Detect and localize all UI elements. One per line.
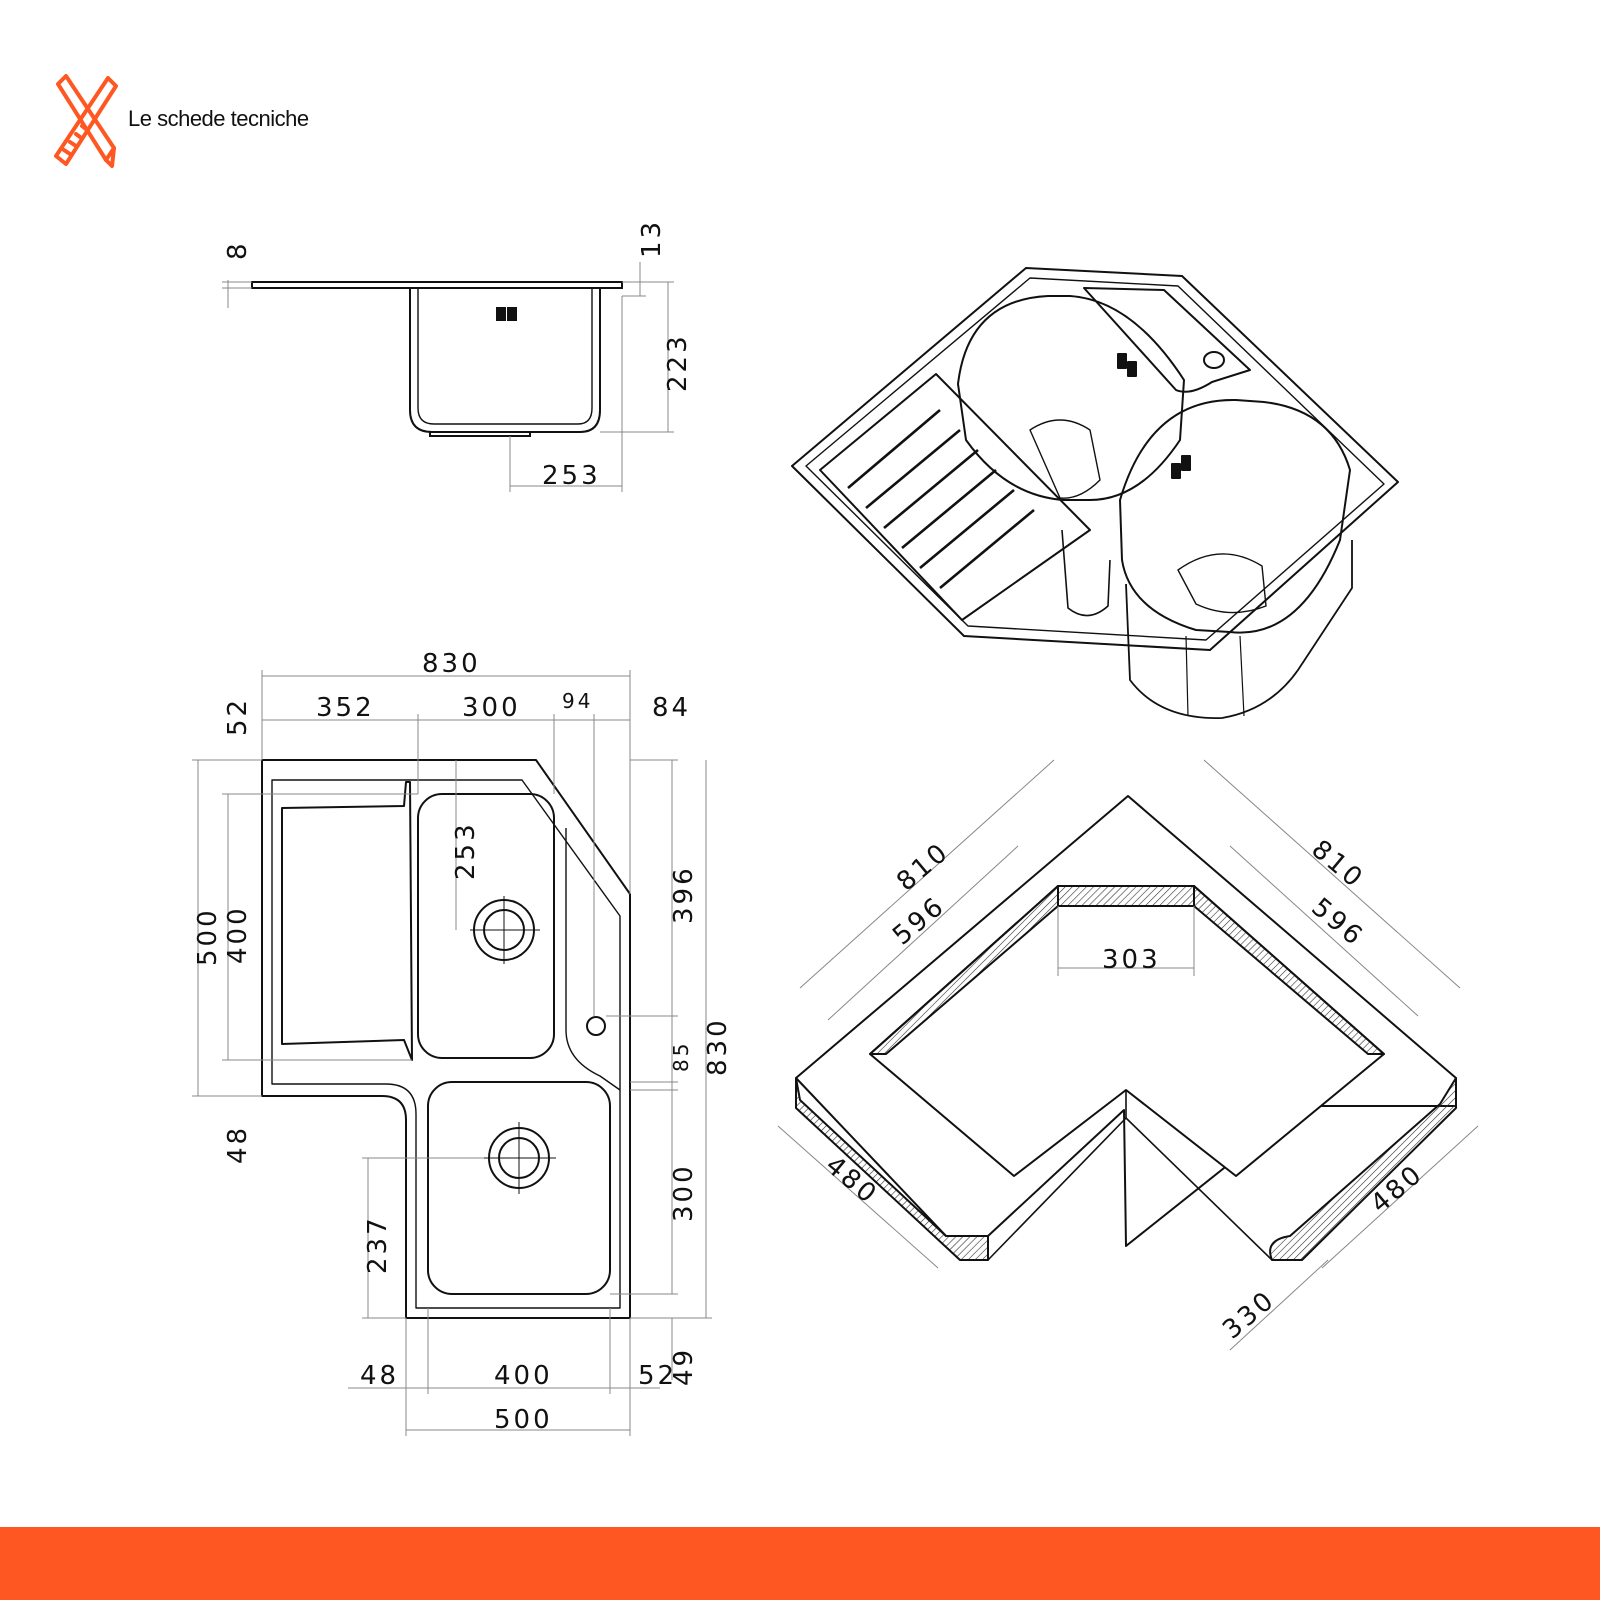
dim-right-830: 830 [703, 1017, 733, 1076]
dim-side-223: 223 [663, 333, 693, 392]
top-view-outline [261, 759, 631, 1319]
dim-right-49: 49 [669, 1347, 699, 1386]
dim-bottom-500: 500 [494, 1405, 553, 1435]
footer-accent-bar [0, 1527, 1600, 1600]
top-view-dimension-lines [192, 670, 712, 1436]
dim-cutout-330: 330 [1217, 1285, 1281, 1346]
dim-bottom-52: 52 [638, 1361, 677, 1391]
cutout-edge-back [1057, 885, 1195, 907]
dim-top-352: 352 [316, 693, 375, 723]
dim-cutout-303: 303 [1102, 945, 1161, 975]
iso-drainboard [819, 373, 1091, 621]
dim-left-400: 400 [223, 905, 253, 964]
cutout-edge-right [1269, 1077, 1457, 1261]
dim-cutout-596-left: 596 [887, 891, 951, 952]
iso-tap-ledge [1083, 287, 1251, 393]
top-view-centerlines [470, 896, 556, 1194]
top-view-drainboard [281, 781, 413, 1061]
side-view-dimension-lines [222, 262, 674, 492]
top-view-bowl-2 [427, 1081, 611, 1295]
dim-cutout-810-left: 810 [891, 837, 955, 898]
dim-bottom-400: 400 [494, 1361, 553, 1391]
side-view [251, 281, 623, 437]
iso-deck-outline [791, 267, 1399, 651]
ruler-pencil-cross-icon [54, 74, 118, 168]
dim-top-830: 830 [422, 649, 481, 679]
dim-left-237: 237 [363, 1215, 393, 1274]
dim-left-48: 48 [223, 1125, 253, 1164]
iso-tap-hole [1203, 351, 1225, 369]
dim-left-52: 52 [223, 697, 253, 736]
dim-side-253: 253 [542, 461, 601, 491]
dim-right-85: 85 [669, 1041, 693, 1072]
top-view [261, 759, 631, 1319]
dim-top-300: 300 [462, 693, 521, 723]
dim-top-94: 94 [562, 689, 593, 713]
top-view-bowl-1 [417, 793, 555, 1059]
brand-title: Le schede tecniche [128, 106, 309, 131]
side-view-deck [251, 281, 623, 289]
header: Le schede tecniche [52, 70, 309, 168]
dim-side-8: 8 [223, 240, 253, 260]
cutout-edge-left [795, 1077, 989, 1261]
isometric-sink-view [791, 267, 1399, 719]
dim-right-300: 300 [669, 1163, 699, 1222]
tap-hole [586, 1016, 606, 1036]
dim-right-396: 396 [669, 865, 699, 924]
dim-left-500: 500 [193, 907, 223, 966]
dim-side-13: 13 [637, 219, 667, 258]
iso-bowl-1 [957, 295, 1185, 501]
cutout-view [795, 795, 1457, 1261]
dim-bottom-48: 48 [360, 1361, 399, 1391]
iso-drain-grooves [847, 409, 1035, 590]
cutout-dimension-lines [777, 759, 1479, 1351]
dim-cutout-810-right: 810 [1306, 834, 1370, 895]
dim-top-84: 84 [652, 693, 691, 723]
dim-inner-253: 253 [451, 821, 481, 880]
iso-bowl-2 [1119, 398, 1351, 634]
cutout-opening [869, 885, 1385, 1177]
